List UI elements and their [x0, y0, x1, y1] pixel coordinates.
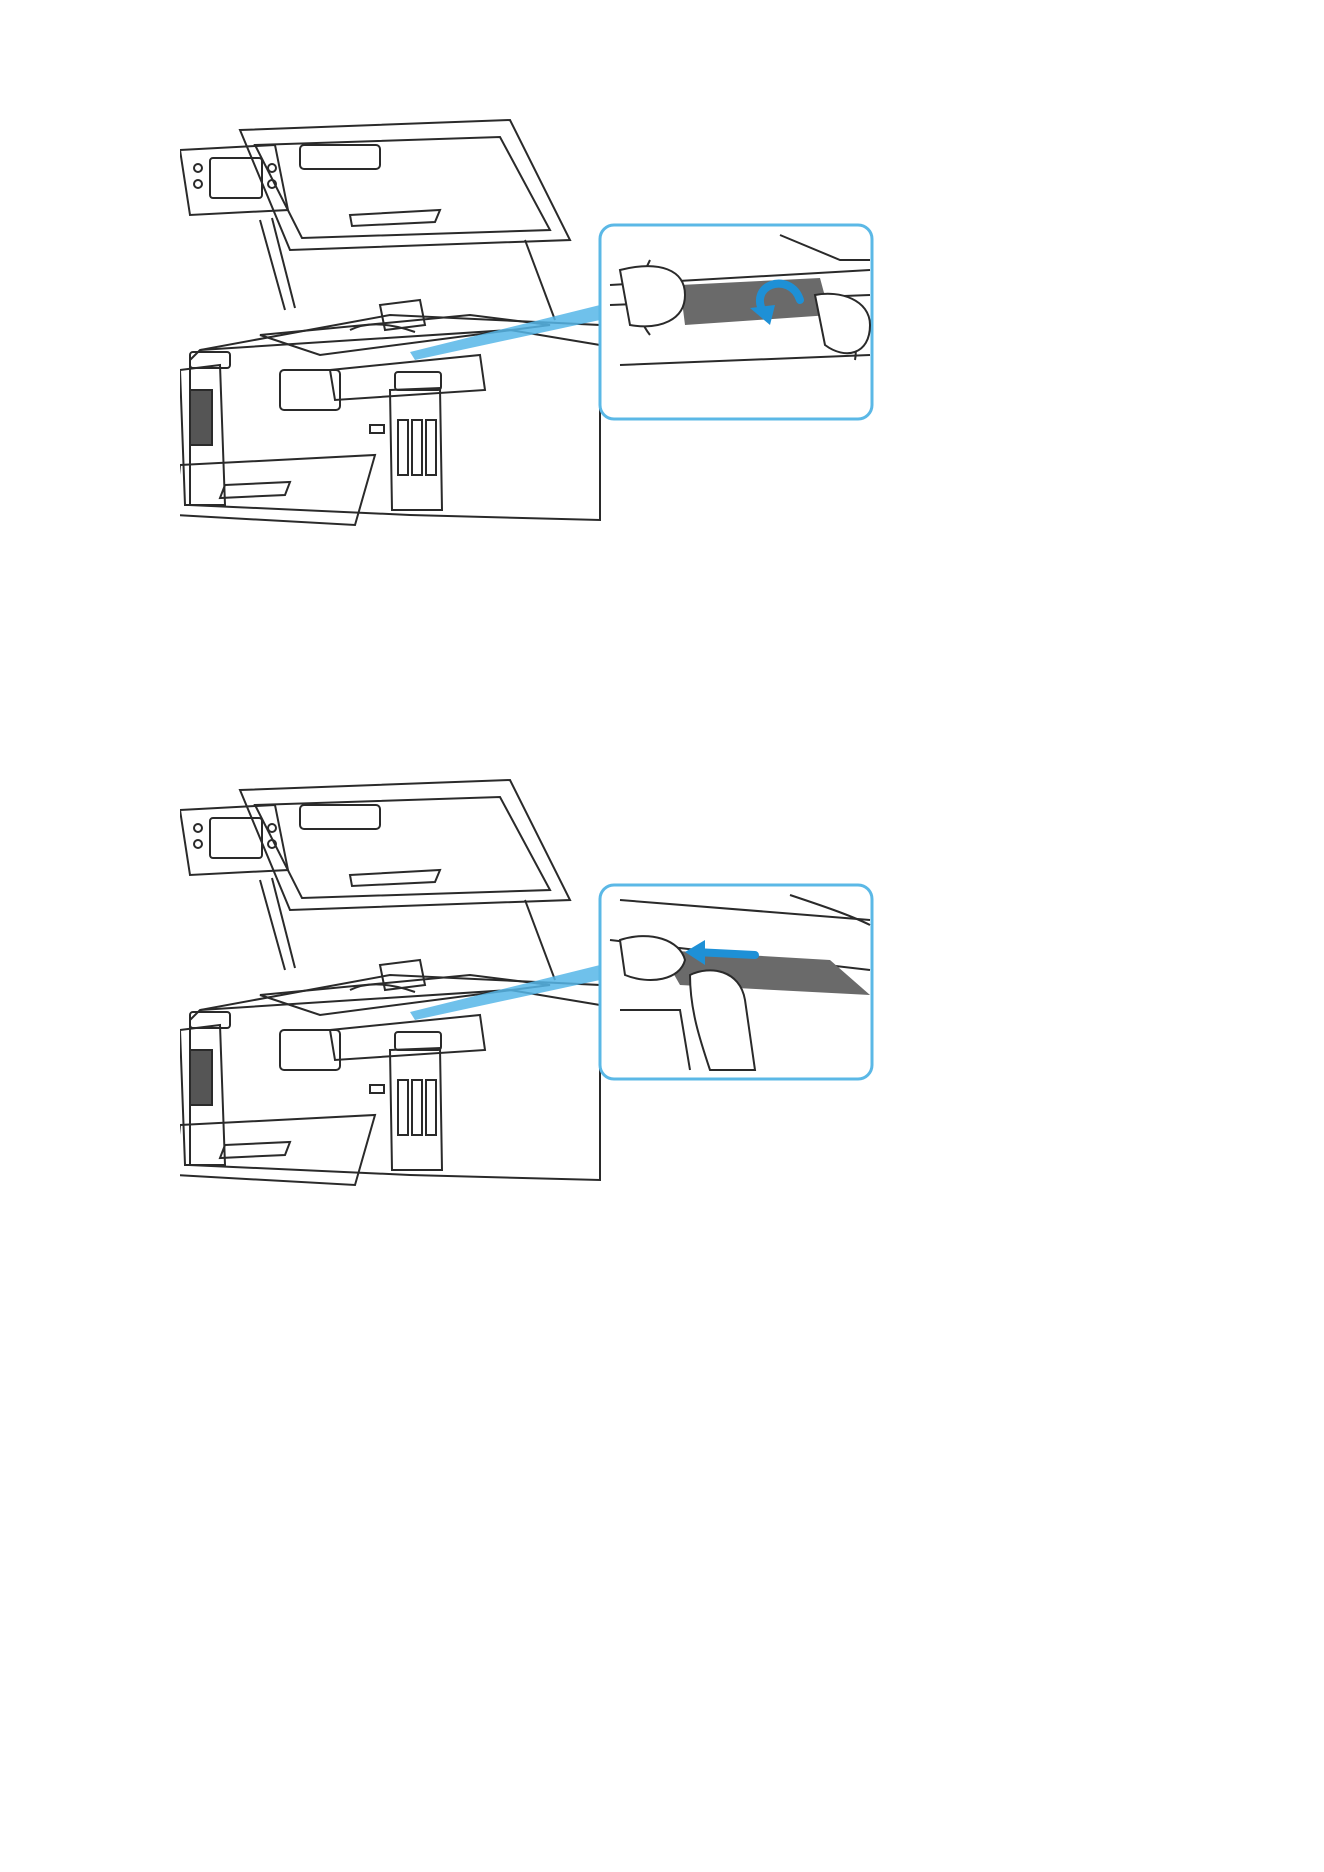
page-footer-strip [0, 1862, 1324, 1872]
figure-step-1 [180, 110, 1000, 610]
callout-beam [410, 965, 600, 1020]
callout-detail-step-2 [600, 885, 872, 1079]
callout-detail-step-1 [600, 225, 872, 419]
callout-beam [410, 305, 600, 360]
output-tray [180, 455, 375, 525]
output-tray [180, 1115, 375, 1185]
printer-illustration-step-2 [180, 770, 1000, 1270]
scanner-lid [240, 780, 570, 910]
scanner-lid [240, 120, 570, 250]
figure-step-2 [180, 770, 1000, 1270]
left-hand [620, 266, 685, 326]
support-arms [260, 218, 555, 320]
printer-illustration-step-1 [180, 110, 1000, 610]
support-arms [260, 878, 555, 980]
